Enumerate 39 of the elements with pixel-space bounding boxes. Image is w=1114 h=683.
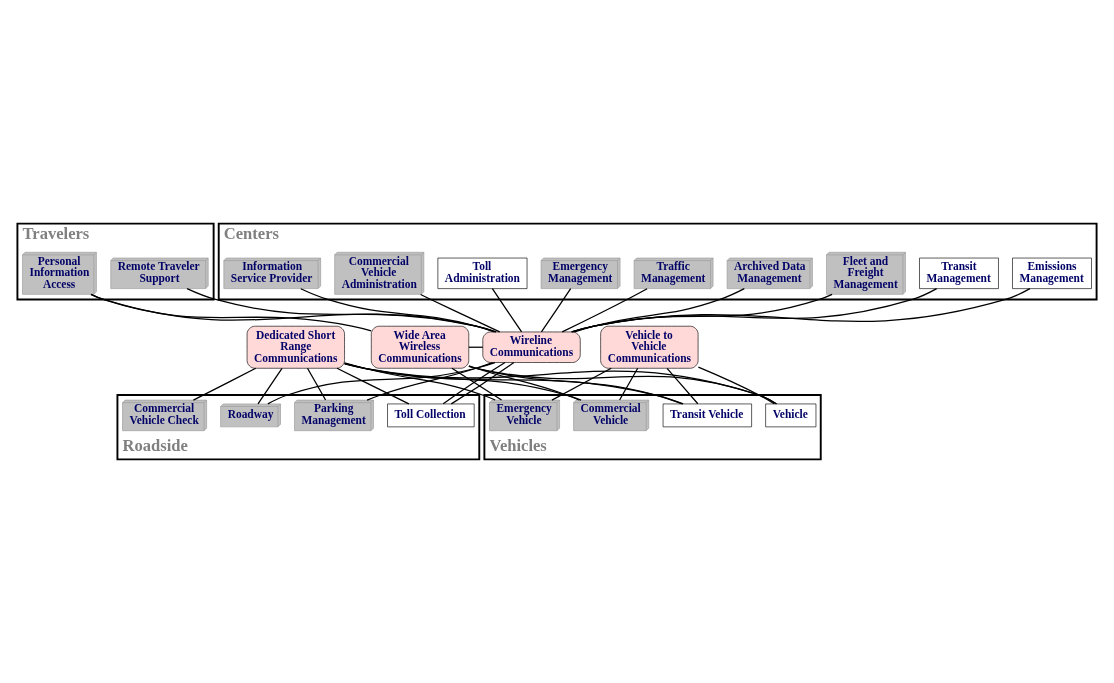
connector <box>90 293 497 333</box>
connector <box>561 288 648 333</box>
node-box: Emissions Management <box>1012 257 1092 289</box>
connector <box>451 367 503 401</box>
connector <box>186 288 497 333</box>
connector <box>540 288 572 333</box>
node-box: Vehicle to Vehicle Communications <box>600 325 699 369</box>
connector <box>666 367 699 405</box>
connector <box>420 293 501 333</box>
node-box: Toll Administration <box>437 257 528 289</box>
connector <box>573 288 745 333</box>
connector <box>343 362 496 401</box>
connector <box>300 288 495 333</box>
connector <box>306 367 327 401</box>
connector <box>336 367 410 405</box>
node-box: Transit Management <box>919 257 999 289</box>
connector <box>491 288 523 333</box>
connector <box>344 363 778 405</box>
connector <box>343 362 582 401</box>
connector <box>468 365 683 405</box>
connector <box>192 367 257 401</box>
connector <box>267 361 496 405</box>
connector <box>468 365 580 401</box>
node-box: Wide Area Wireless Communications <box>371 325 470 369</box>
connector <box>551 367 612 401</box>
connector <box>343 362 684 405</box>
connector <box>571 293 833 333</box>
connector <box>442 361 506 405</box>
connector <box>697 366 775 405</box>
node-box: Dedicated Short Range Communications <box>246 325 345 369</box>
connector <box>468 365 777 405</box>
node-box: Vehicle <box>765 403 817 428</box>
connector <box>366 362 494 401</box>
connector <box>257 367 283 405</box>
node-box: Transit Vehicle <box>662 403 752 428</box>
connector <box>618 367 639 401</box>
node-box: Wireline Communications <box>482 331 581 363</box>
connector <box>450 361 515 405</box>
node-box: Toll Collection <box>387 403 475 428</box>
